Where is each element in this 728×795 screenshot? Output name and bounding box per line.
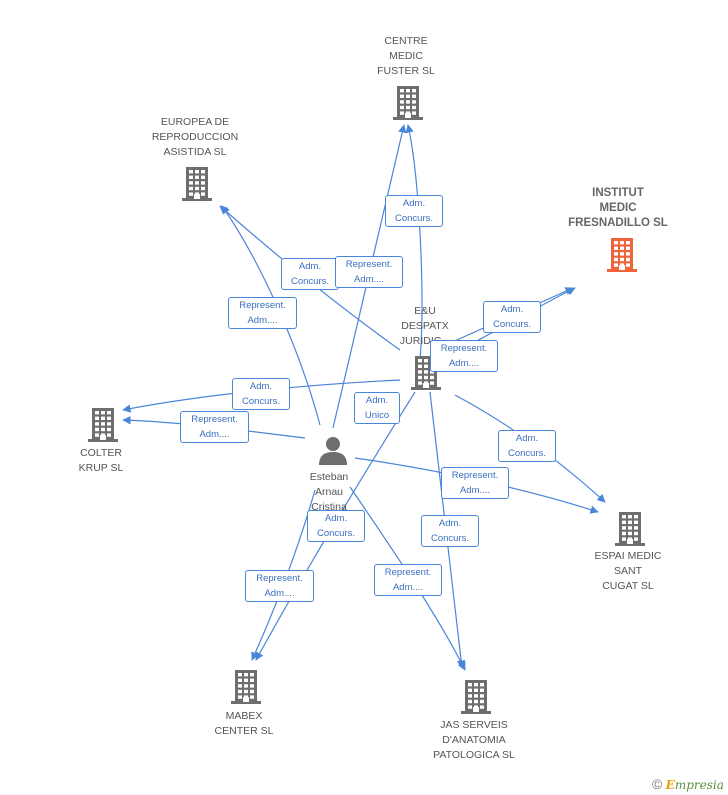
edge-label-adm-concurs[interactable]: Adm. Concurs. [385,195,443,227]
person-icon-esteban[interactable] [317,434,349,466]
edge-label-represent-adm[interactable]: Represent. Adm.... [430,340,498,372]
building-icon-europea[interactable] [180,165,214,201]
node-label-centre-medic: CENTRE MEDIC FUSTER SL [377,35,435,77]
edge-label-adm-concurs[interactable]: Adm. Concurs. [281,258,339,290]
node-label-europea: EUROPEA DE REPRODUCCION ASISTIDA SL [151,116,239,158]
edge-label-represent-adm[interactable]: Represent. Adm.... [374,564,442,596]
edge-label-represent-adm[interactable]: Represent. Adm.... [335,256,403,288]
building-icon-jas[interactable] [459,678,493,714]
edge-label-adm-concurs[interactable]: Adm. Concurs. [483,301,541,333]
building-icon-mabex[interactable] [229,668,263,704]
node-label-mabex: MABEX CENTER SL [214,710,274,737]
node-label-esteban: Esteban Arnau Cristina [309,471,349,513]
edge-label-adm-unico[interactable]: Adm. Unico [354,392,400,424]
node-label-jas: JAS SERVEIS D'ANATOMIA PATOLOGICA SL [433,719,515,761]
edge-label-represent-adm[interactable]: Represent. Adm.... [228,297,297,329]
edge-label-adm-concurs[interactable]: Adm. Concurs. [307,510,365,542]
building-icon-centre-medic[interactable] [391,84,425,120]
edge-label-represent-adm[interactable]: Represent. Adm.... [180,411,249,443]
edge-label-represent-adm[interactable]: Represent. Adm.... [441,467,509,499]
node-label-colter: COLTER KRUP SL [78,447,124,474]
edge-label-adm-concurs[interactable]: Adm. Concurs. [498,430,556,462]
building-icon-colter[interactable] [86,406,120,442]
building-icon-espai[interactable] [613,510,647,546]
edge-label-adm-concurs[interactable]: Adm. Concurs. [232,378,290,410]
brand-logo[interactable]: Empresia [665,778,724,792]
edge-label-represent-adm[interactable]: Represent. Adm.... [245,570,314,602]
node-label-institut: INSTITUT MEDIC FRESNADILLO SL [568,187,668,229]
node-label-espai: ESPAI MEDIC SANT CUGAT SL [594,550,662,592]
copyright-symbol: © [652,776,663,792]
edge-label-adm-concurs[interactable]: Adm. Concurs. [421,515,479,547]
building-icon-institut[interactable] [605,236,639,272]
credit: © Empresia [652,776,724,792]
edge-line-2 [405,124,423,361]
